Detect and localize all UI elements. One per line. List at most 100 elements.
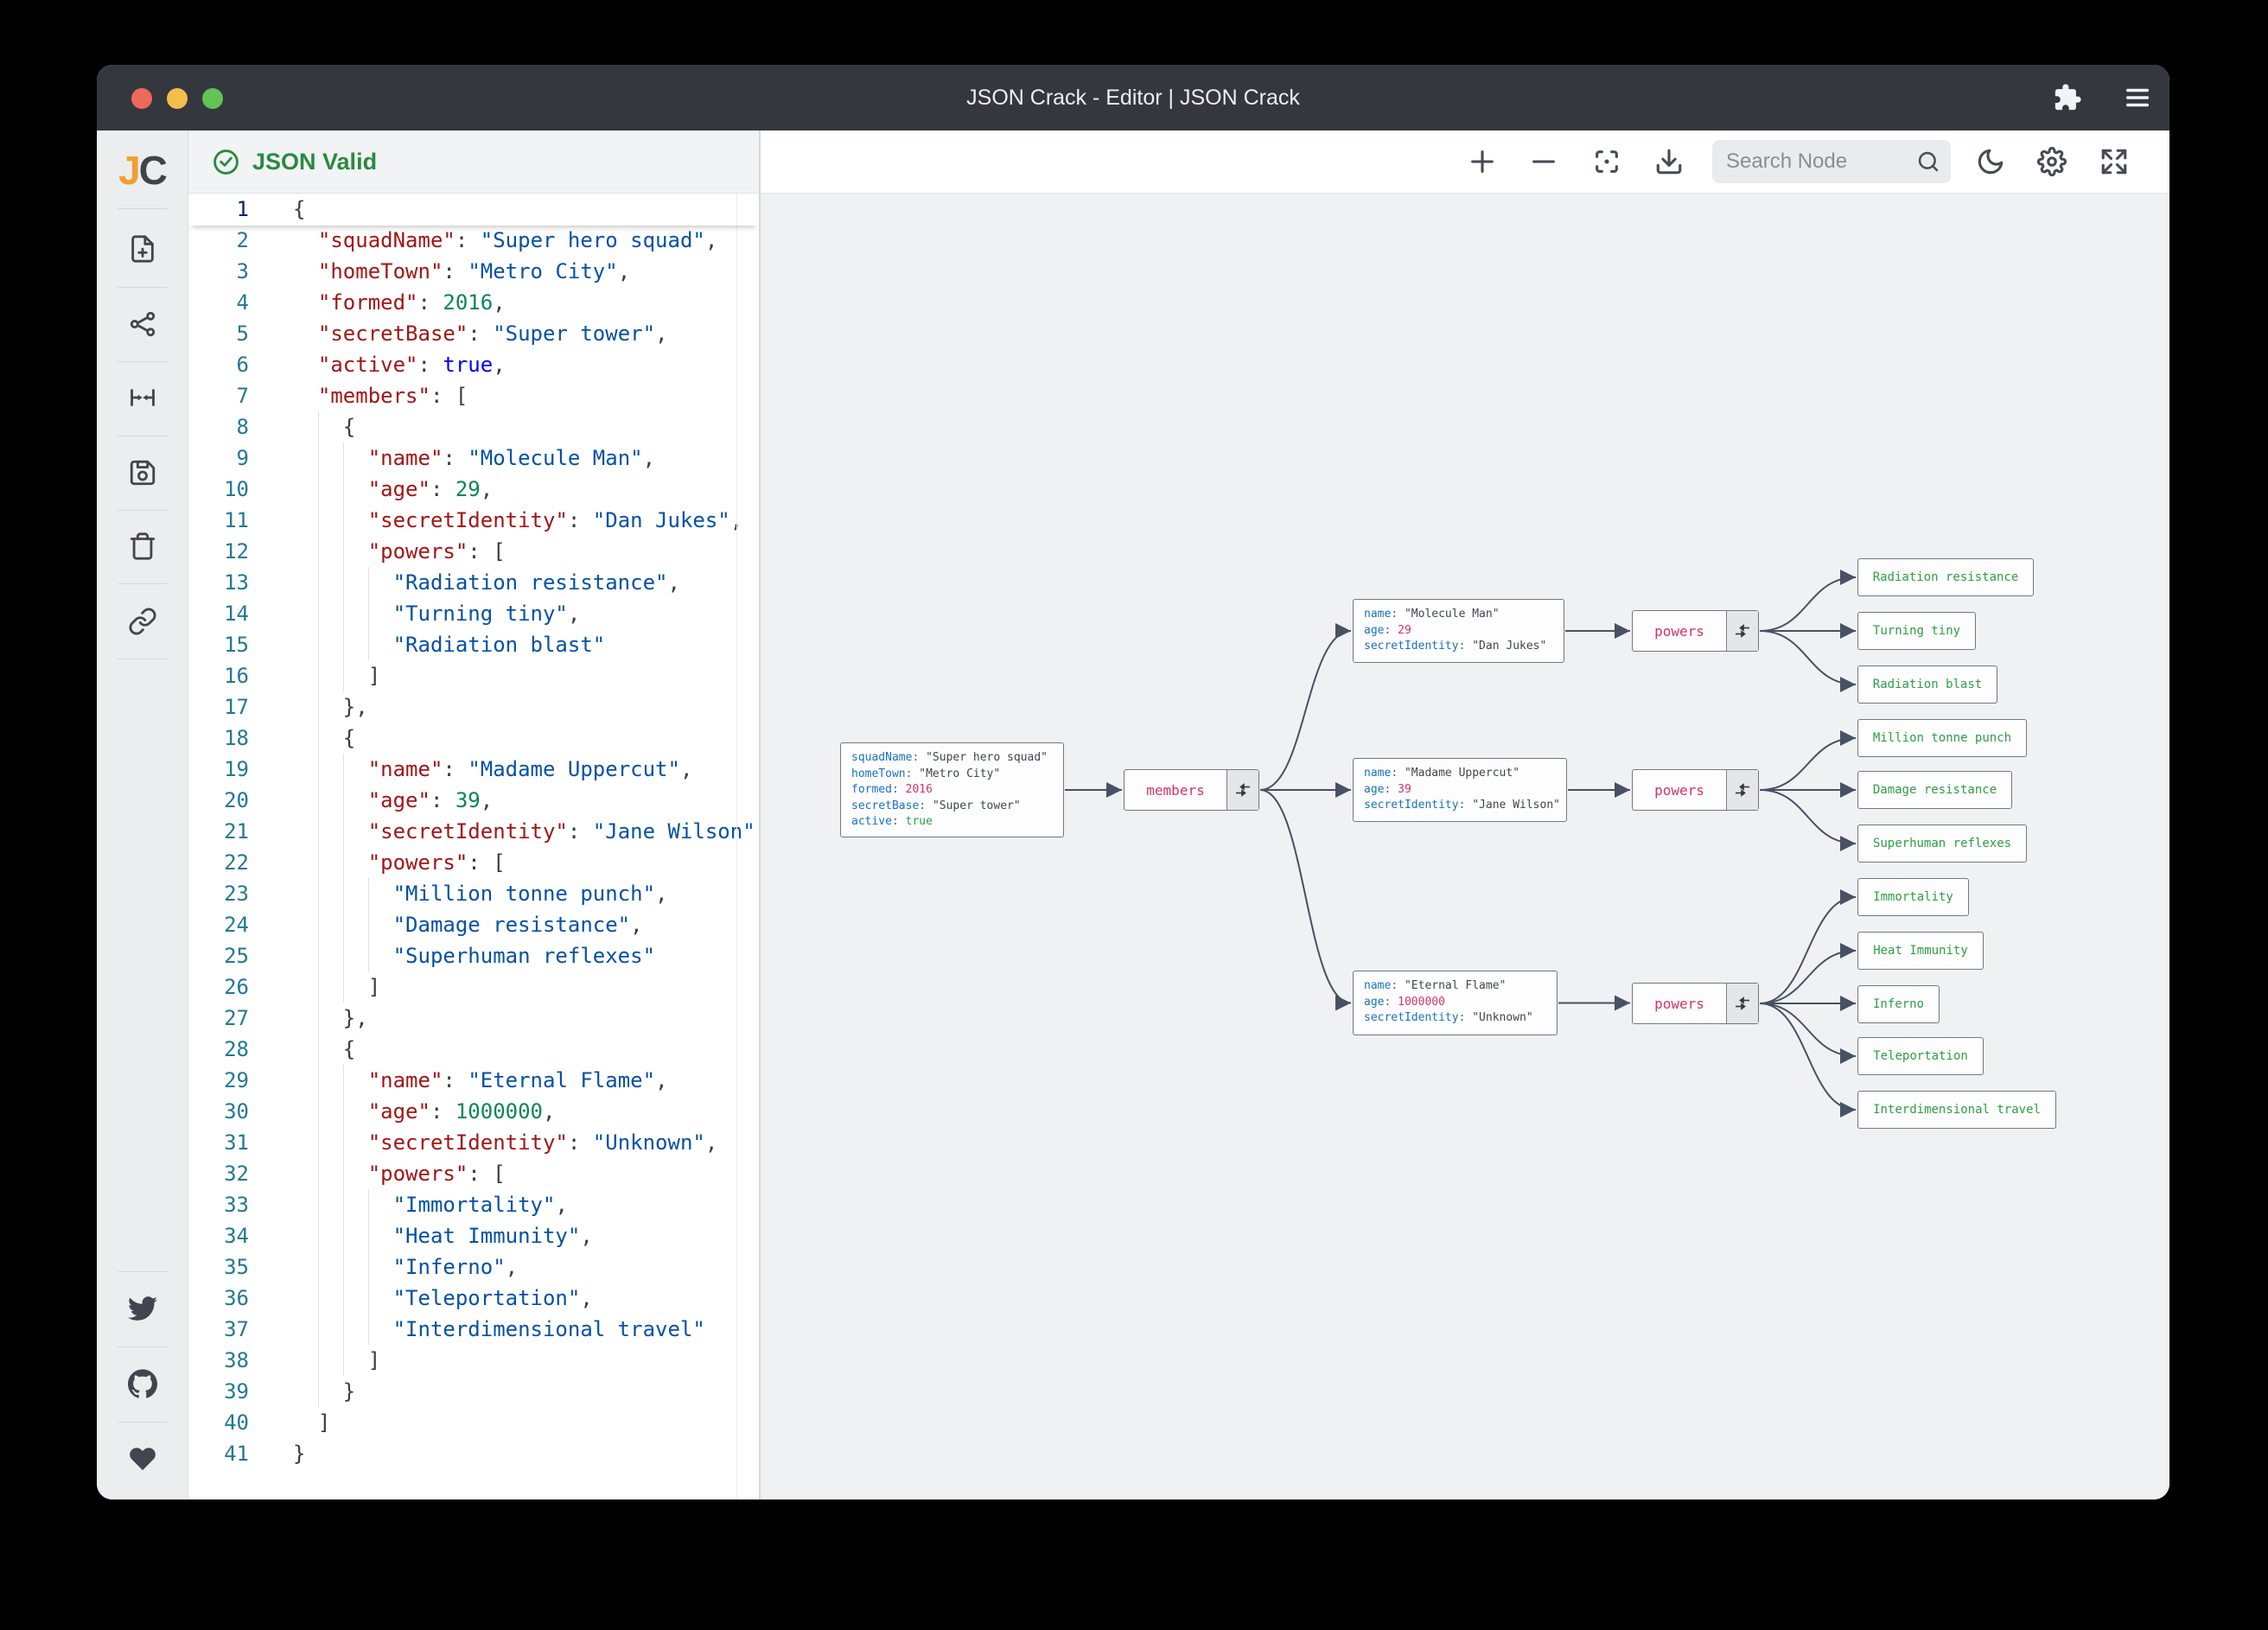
collapse-node-button[interactable] — [1226, 770, 1258, 810]
search-icon[interactable] — [1916, 150, 1940, 174]
editor-scrollbar[interactable] — [736, 194, 737, 1499]
code-line[interactable]: 37 "Interdimensional travel" — [188, 1314, 759, 1345]
settings-button[interactable] — [2036, 146, 2067, 177]
code-line[interactable]: 31 "secretIdentity": "Unknown", — [188, 1127, 759, 1158]
code-line[interactable]: 22 "powers": [ — [188, 847, 759, 878]
fullscreen-icon — [2101, 149, 2127, 175]
center-view-button[interactable] — [97, 383, 188, 412]
fullscreen-button[interactable] — [2099, 147, 2129, 176]
github-link[interactable] — [97, 1369, 188, 1398]
code-line[interactable]: 29 "name": "Eternal Flame", — [188, 1065, 759, 1096]
graph-node-l7[interactable]: Immortality — [1857, 878, 1969, 916]
code-line[interactable]: 30 "age": 1000000, — [188, 1096, 759, 1127]
code-line[interactable]: 6 "active": true, — [188, 349, 759, 380]
code-line[interactable]: 5 "secretBase": "Super tower", — [188, 318, 759, 349]
panel-divider[interactable] — [759, 131, 761, 1499]
code-line[interactable]: 38 ] — [188, 1345, 759, 1376]
code-line[interactable]: 25 "Superhuman reflexes" — [188, 940, 759, 971]
window-close-button[interactable] — [131, 88, 152, 109]
code-line[interactable]: 32 "powers": [ — [188, 1158, 759, 1189]
code-line[interactable]: 41} — [188, 1438, 759, 1469]
code-line[interactable]: 39 } — [188, 1376, 759, 1407]
code-line[interactable]: 36 "Teleportation", — [188, 1283, 759, 1314]
code-line[interactable]: 20 "age": 39, — [188, 785, 759, 816]
code-line[interactable]: 18 { — [188, 723, 759, 754]
code-line[interactable]: 4 "formed": 2016, — [188, 287, 759, 318]
zoom-out-button[interactable] — [1529, 147, 1558, 176]
graph-node-l2[interactable]: Turning tiny — [1857, 612, 1976, 650]
twitter-link[interactable] — [97, 1294, 188, 1323]
line-number: 10 — [224, 477, 249, 501]
window-maximize-button[interactable] — [202, 88, 223, 109]
code-line[interactable]: 1{ — [188, 194, 759, 225]
code-line[interactable]: 13 "Radiation resistance", — [188, 567, 759, 598]
graph-node-root[interactable]: squadName: "Super hero squad"homeTown: "… — [840, 742, 1064, 837]
app-logo[interactable]: JC — [118, 148, 168, 193]
graph-node-l8[interactable]: Heat Immunity — [1857, 932, 1984, 970]
node-row: name: "Eternal Flame" — [1364, 979, 1507, 992]
code-line[interactable]: 28 { — [188, 1034, 759, 1065]
node-value: Radiation blast — [1872, 678, 1983, 691]
sponsor-link[interactable] — [97, 1444, 188, 1474]
line-number: 28 — [224, 1037, 249, 1061]
puzzle-icon[interactable] — [2053, 83, 2082, 112]
code-line[interactable]: 9 "name": "Molecule Man", — [188, 443, 759, 474]
code-line[interactable]: 40 ] — [188, 1407, 759, 1438]
code-line[interactable]: 8 { — [188, 411, 759, 443]
line-number: 1 — [236, 197, 249, 221]
code-line[interactable]: 15 "Radiation blast" — [188, 629, 759, 660]
graph-node-p1[interactable]: powers — [1632, 610, 1759, 652]
download-button[interactable] — [1654, 147, 1684, 176]
menu-icon[interactable] — [2123, 83, 2152, 112]
graph-node-l10[interactable]: Teleportation — [1857, 1037, 1984, 1075]
code-editor[interactable]: 1{2 "squadName": "Super hero squad",3 "h… — [188, 194, 759, 1499]
search-input[interactable] — [1726, 140, 1899, 183]
code-line[interactable]: 16 ] — [188, 660, 759, 691]
node-value: Inferno — [1872, 997, 1924, 1011]
delete-button[interactable] — [97, 532, 188, 561]
graph-node-members[interactable]: members — [1124, 769, 1259, 811]
graph-node-l4[interactable]: Million tonne punch — [1857, 719, 2027, 757]
code-line[interactable]: 2 "squadName": "Super hero squad", — [188, 225, 759, 256]
graph-node-l11[interactable]: Interdimensional travel — [1857, 1091, 2056, 1129]
graph-view-button[interactable] — [97, 309, 188, 339]
collapse-node-button[interactable] — [1726, 984, 1758, 1023]
graph-node-p2[interactable]: powers — [1632, 769, 1759, 811]
dark-mode-button[interactable] — [1976, 147, 2005, 176]
collapse-node-button[interactable] — [1726, 611, 1758, 651]
code-line[interactable]: 10 "age": 29, — [188, 474, 759, 505]
code-line[interactable]: 33 "Immortality", — [188, 1189, 759, 1220]
code-line[interactable]: 26 ] — [188, 971, 759, 1003]
new-file-button[interactable] — [97, 234, 188, 264]
code-line[interactable]: 24 "Damage resistance", — [188, 909, 759, 940]
window-minimize-button[interactable] — [167, 88, 188, 109]
code-line[interactable]: 21 "secretIdentity": "Jane Wilson", — [188, 816, 759, 847]
zoom-in-button[interactable] — [1468, 147, 1497, 176]
indent-guide — [367, 567, 369, 598]
graph-node-l9[interactable]: Inferno — [1857, 985, 1940, 1023]
graph-node-l3[interactable]: Radiation blast — [1857, 665, 1997, 704]
focus-button[interactable] — [1592, 147, 1621, 176]
code-line[interactable]: 27 }, — [188, 1003, 759, 1034]
save-button[interactable] — [97, 458, 188, 487]
code-line[interactable]: 23 "Million tonne punch", — [188, 878, 759, 909]
code-line[interactable]: 3 "homeTown": "Metro City", — [188, 256, 759, 287]
code-line[interactable]: 19 "name": "Madame Uppercut", — [188, 754, 759, 785]
graph-node-l5[interactable]: Damage resistance — [1857, 771, 2012, 809]
graph-canvas[interactable]: squadName: "Super hero squad"homeTown: "… — [761, 194, 2169, 1499]
code-line[interactable]: 34 "Heat Immunity", — [188, 1220, 759, 1251]
graph-node-l6[interactable]: Superhuman reflexes — [1857, 825, 2027, 863]
code-line[interactable]: 12 "powers": [ — [188, 536, 759, 567]
graph-node-p3[interactable]: powers — [1632, 983, 1759, 1024]
code-line[interactable]: 11 "secretIdentity": "Dan Jukes", — [188, 505, 759, 536]
code-line[interactable]: 35 "Inferno", — [188, 1251, 759, 1283]
collapse-node-button[interactable] — [1726, 770, 1758, 810]
code-line[interactable]: 14 "Turning tiny", — [188, 598, 759, 629]
code-line[interactable]: 7 "members": [ — [188, 380, 759, 411]
share-link-button[interactable] — [97, 607, 188, 636]
graph-node-l1[interactable]: Radiation resistance — [1857, 558, 2034, 596]
code-line[interactable]: 17 }, — [188, 691, 759, 723]
